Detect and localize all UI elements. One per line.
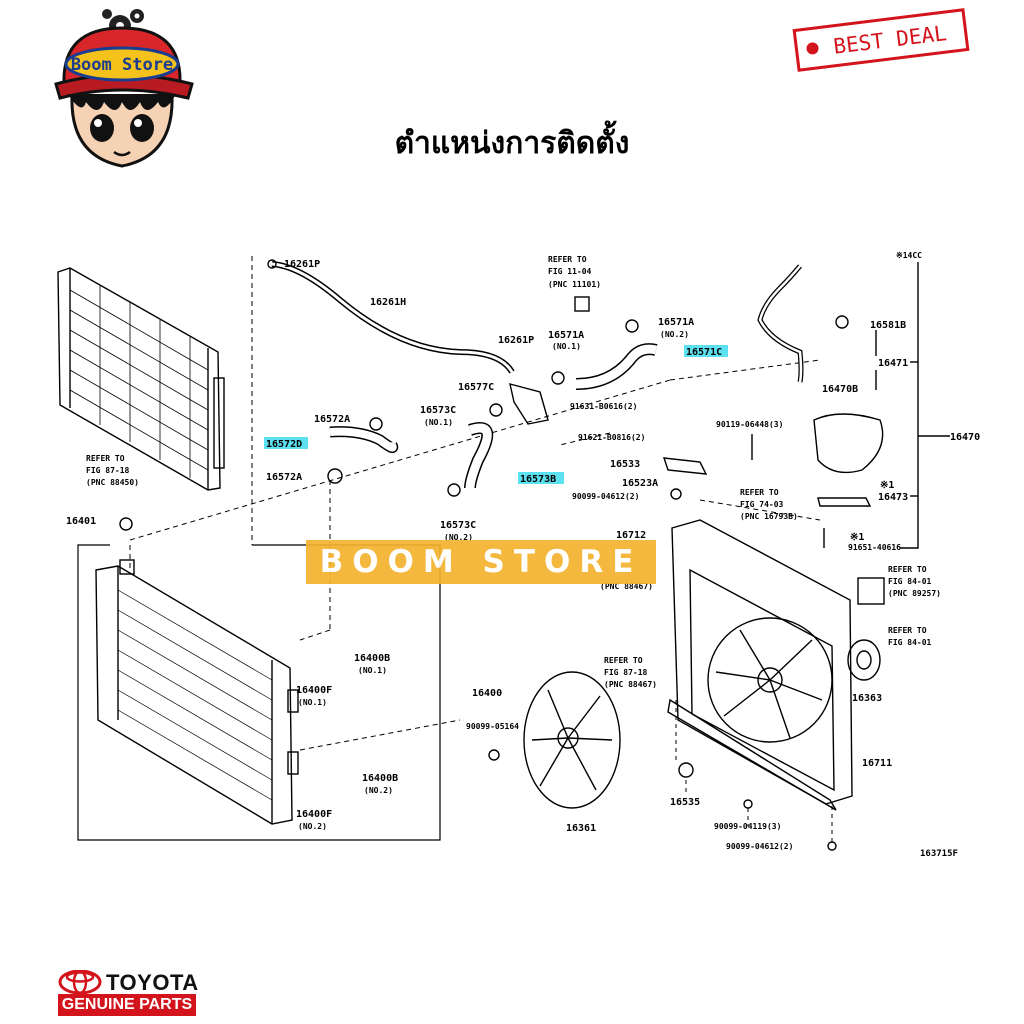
callout: 16261P xyxy=(498,335,534,346)
callout: (NO.2) xyxy=(444,533,473,542)
callout: 16573B xyxy=(520,474,556,485)
callout: FIG 87-18 xyxy=(86,466,130,475)
callout: 16261P xyxy=(284,259,320,270)
fan-shroud xyxy=(667,519,853,811)
callout: 91631-B0616(2) xyxy=(570,402,637,411)
callout: 16471 xyxy=(878,358,908,369)
highlight-16572D xyxy=(264,437,308,449)
callout: (NO.2) xyxy=(660,330,689,339)
callout: 16572D xyxy=(266,439,302,450)
callout: 16573C xyxy=(440,520,476,531)
callout: (PNC 16793B) xyxy=(740,512,798,521)
callout: FIG 87-18 xyxy=(604,668,648,677)
callout: 91651-40616 xyxy=(848,543,901,552)
callout: (NO.1) xyxy=(552,342,581,351)
boom-store-logo: Boom Store xyxy=(54,9,194,168)
callout: (NO.1) xyxy=(298,698,327,707)
callout: 16400B xyxy=(362,773,398,784)
callout: 16712 xyxy=(616,530,646,541)
best-deal-badge: BEST DEAL xyxy=(792,8,970,72)
callout: 16400F xyxy=(296,685,332,696)
callout: (PNC 88467) xyxy=(604,680,657,689)
callout: 16400B xyxy=(354,653,390,664)
callout: 16470B xyxy=(822,384,858,395)
callout: REFER TO xyxy=(548,255,587,264)
callout: REFER TO xyxy=(888,565,927,574)
callout: (PNC 88467) xyxy=(600,582,653,591)
callout: (NO.1) xyxy=(358,666,387,675)
callout: 16535 xyxy=(670,797,700,808)
callout: (PNC 88450) xyxy=(86,478,139,487)
callout: 16571C xyxy=(686,347,722,358)
condenser xyxy=(57,267,225,491)
callout: 16571A xyxy=(548,330,584,341)
callout: REFER TO xyxy=(888,626,927,635)
callout: 16572A xyxy=(314,414,350,425)
callout: 16533 xyxy=(610,459,640,470)
store-watermark: BOOM STORE xyxy=(306,540,656,584)
callout: 90119-06448(3) xyxy=(716,420,783,429)
callout: 90099-04612(2) xyxy=(726,842,793,851)
highlight-16571C xyxy=(684,345,728,357)
toyota-brand: TOYOTA xyxy=(106,970,199,995)
callout: 16571A xyxy=(658,317,694,328)
highlight-16573B xyxy=(518,472,564,484)
diagram-code: 163715F xyxy=(920,849,958,859)
callout: FIG 11-04 xyxy=(548,267,592,276)
callout: 90099-04612(2) xyxy=(572,492,639,501)
callout: ※1 xyxy=(880,480,894,491)
callout: 16711 xyxy=(862,758,892,769)
callout: ※1 xyxy=(850,532,864,543)
callout: FIG 84-01 xyxy=(888,638,932,647)
callout: 90099-04119(3) xyxy=(714,822,781,831)
callout: FIG 74-03 xyxy=(740,500,784,509)
callout: 90099-05164 xyxy=(466,722,519,731)
callout: 16363 xyxy=(852,693,882,704)
callout: (NO.2) xyxy=(364,786,393,795)
callout: (NO.1) xyxy=(424,418,453,427)
callout: (NO.2) xyxy=(298,822,327,831)
callout: 16261H xyxy=(370,297,406,308)
callout: REFER TO xyxy=(740,488,779,497)
callout: 16523A xyxy=(622,478,658,489)
callout: 91621-B0816(2) xyxy=(578,433,645,442)
fan xyxy=(523,671,621,809)
callout: REFER TO xyxy=(86,454,125,463)
callout: 16400F xyxy=(296,809,332,820)
callout: 16473 xyxy=(878,492,908,503)
callout: 16361 xyxy=(566,823,596,834)
callout: (PNC 89257) xyxy=(888,589,941,598)
diagram-note: ※14CC xyxy=(896,251,922,260)
callout: REFER TO xyxy=(604,656,643,665)
callout: 16572A xyxy=(266,472,302,483)
genuine-parts-label: GENUINE PARTS xyxy=(58,994,196,1016)
fan-motor xyxy=(847,577,885,681)
logo-text: Boom Store xyxy=(71,55,173,75)
callout: FIG 84-01 xyxy=(888,577,932,586)
callout: 16581B xyxy=(870,320,906,331)
page-title: ตำแหน่งการติดตั้ง xyxy=(394,126,630,161)
callout: 16400 xyxy=(472,688,502,699)
radiator xyxy=(95,559,299,825)
callout: 16577C xyxy=(458,382,494,393)
callout: 16470 xyxy=(950,432,980,443)
callout: (PNC 11101) xyxy=(548,280,601,289)
callout: 16401 xyxy=(66,516,96,527)
callout: 16573C xyxy=(420,405,456,416)
toyota-emblem-icon xyxy=(58,970,102,994)
